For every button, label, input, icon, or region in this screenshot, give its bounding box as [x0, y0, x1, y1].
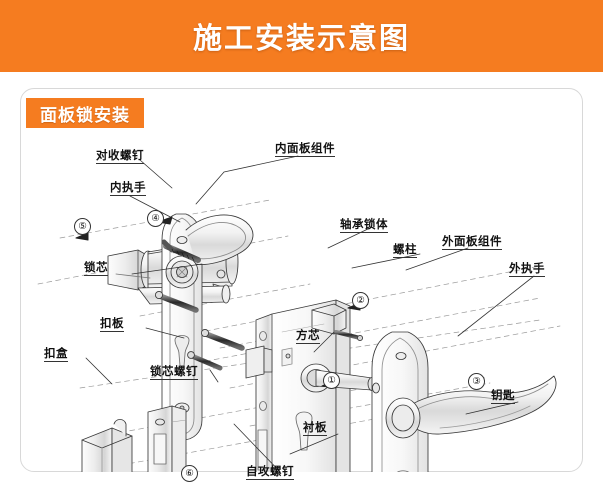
mortise-lock-body-part — [245, 299, 377, 472]
step-number-5: ⑤ — [74, 218, 91, 235]
step-number-3: ③ — [468, 373, 485, 390]
header-banner: 施工安装示意图 — [0, 0, 603, 72]
callout-label-stud: 螺柱 — [393, 242, 417, 258]
callout-label-lock-cylinder: 锁芯 — [84, 260, 108, 276]
step-number-6: ⑥ — [181, 465, 198, 482]
strike-plate-part — [147, 405, 187, 472]
callout-label-inner-panel-assy: 内面板组件 — [275, 141, 335, 157]
callout-label-inner-handle: 内执手 — [110, 180, 146, 196]
section-badge: 面板锁安装 — [26, 98, 144, 128]
lock-assembly-linework — [37, 155, 561, 472]
callout-label-strike-plate: 扣板 — [100, 316, 124, 332]
callout-label-outer-handle: 外执手 — [509, 261, 545, 277]
step-number-2: ② — [352, 292, 369, 309]
callout-label-mating-screw: 对收螺钉 — [96, 148, 144, 164]
step-number-1: ① — [323, 372, 340, 389]
section-badge-label: 面板锁安装 — [40, 105, 130, 126]
callout-label-square-spindle: 方芯 — [296, 328, 320, 344]
outer-panel-assembly-part — [371, 331, 557, 472]
page-title: 施工安装示意图 — [192, 21, 410, 55]
cylinder-screw-part — [154, 290, 245, 371]
callout-label-cylinder-screw: 锁芯螺钉 — [150, 364, 198, 380]
callout-label-strike-box: 扣盒 — [44, 346, 68, 362]
callout-label-outer-panel-assy: 外面板组件 — [442, 234, 502, 250]
callout-label-self-tapping-screw: 自攻螺钉 — [246, 464, 294, 480]
step-number-4: ④ — [147, 210, 164, 227]
callout-label-bearing-lock-body: 轴承锁体 — [340, 217, 388, 233]
strike-box-part — [81, 419, 133, 472]
callout-label-key: 钥匙 — [491, 388, 515, 404]
exploded-assembly-drawing — [20, 88, 583, 472]
mating-screw-part — [161, 239, 201, 263]
callout-label-lining-plate: 衬板 — [303, 420, 327, 436]
